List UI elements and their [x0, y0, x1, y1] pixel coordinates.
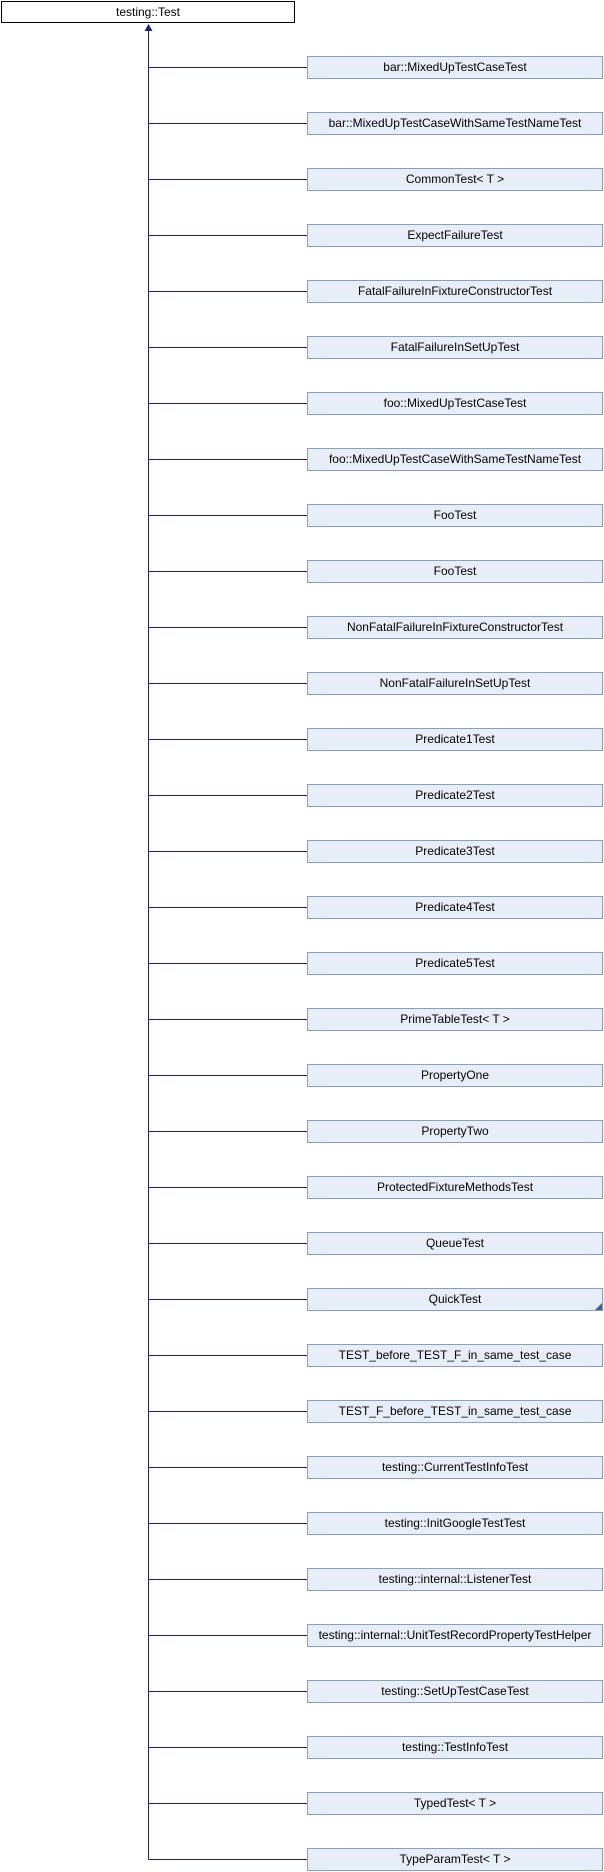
derived-class-label: Predicate5Test	[415, 956, 495, 970]
derived-class-label: PropertyTwo	[421, 1124, 489, 1138]
derived-class-label: FatalFailureInFixtureConstructorTest	[357, 284, 553, 298]
derived-class-node[interactable]: PropertyOne	[307, 1064, 603, 1087]
inheritance-arrow-icon	[144, 24, 153, 31]
derived-class-node[interactable]: TypedTest< T >	[307, 1792, 603, 1815]
base-class-node[interactable]: testing::Test	[1, 1, 295, 23]
derived-class-node[interactable]: QuickTest	[307, 1288, 603, 1311]
derived-class-node[interactable]: testing::internal::ListenerTest	[307, 1568, 603, 1591]
derived-class-node[interactable]: testing::TestInfoTest	[307, 1736, 603, 1759]
derived-class-label: testing::InitGoogleTestTest	[384, 1516, 526, 1530]
derived-class-label: foo::MixedUpTestCaseTest	[383, 396, 527, 410]
derived-class-label: testing::CurrentTestInfoTest	[381, 1460, 529, 1474]
derived-class-label: QuickTest	[428, 1292, 482, 1306]
derived-class-node[interactable]: bar::MixedUpTestCaseTest	[307, 56, 603, 79]
derived-class-node[interactable]: foo::MixedUpTestCaseTest	[307, 392, 603, 415]
derived-class-node[interactable]: Predicate3Test	[307, 840, 603, 863]
derived-class-label: bar::MixedUpTestCaseWithSameTestNameTest	[328, 116, 582, 130]
derived-class-node[interactable]: FatalFailureInFixtureConstructorTest	[307, 280, 603, 303]
derived-class-node[interactable]: foo::MixedUpTestCaseWithSameTestNameTest	[307, 448, 603, 471]
derived-class-node[interactable]: PrimeTableTest< T >	[307, 1008, 603, 1031]
derived-class-label: Predicate2Test	[415, 788, 495, 802]
derived-class-label: testing::TestInfoTest	[401, 1740, 509, 1754]
derived-class-label: testing::SetUpTestCaseTest	[381, 1684, 529, 1698]
derived-class-node[interactable]: FooTest	[307, 560, 603, 583]
derived-class-label: foo::MixedUpTestCaseWithSameTestNameTest	[328, 452, 582, 466]
derived-class-label: Predicate3Test	[415, 844, 495, 858]
derived-class-node[interactable]: Predicate1Test	[307, 728, 603, 751]
derived-class-node[interactable]: TEST_before_TEST_F_in_same_test_case	[307, 1344, 603, 1367]
derived-class-node[interactable]: testing::CurrentTestInfoTest	[307, 1456, 603, 1479]
derived-class-node[interactable]: ProtectedFixtureMethodsTest	[307, 1176, 603, 1199]
derived-class-node[interactable]: testing::InitGoogleTestTest	[307, 1512, 603, 1535]
derived-class-node[interactable]: Predicate4Test	[307, 896, 603, 919]
derived-class-label: PrimeTableTest< T >	[400, 1012, 510, 1026]
derived-class-label: TypedTest< T >	[413, 1796, 497, 1810]
derived-class-node[interactable]: FooTest	[307, 504, 603, 527]
derived-class-label: NonFatalFailureInSetUpTest	[379, 676, 531, 690]
derived-class-node[interactable]: NonFatalFailureInFixtureConstructorTest	[307, 616, 603, 639]
derived-class-label: Predicate4Test	[415, 900, 495, 914]
derived-class-label: CommonTest< T >	[405, 172, 505, 186]
derived-class-node[interactable]: Predicate2Test	[307, 784, 603, 807]
derived-class-node[interactable]: testing::internal::UnitTestRecordPropert…	[307, 1624, 603, 1647]
derived-class-node[interactable]: bar::MixedUpTestCaseWithSameTestNameTest	[307, 112, 603, 135]
derived-class-label: ExpectFailureTest	[407, 228, 503, 242]
derived-class-node[interactable]: NonFatalFailureInSetUpTest	[307, 672, 603, 695]
derived-class-node[interactable]: TEST_F_before_TEST_in_same_test_case	[307, 1400, 603, 1423]
derived-class-label: FatalFailureInSetUpTest	[390, 340, 520, 354]
derived-class-label: Predicate1Test	[415, 732, 495, 746]
derived-class-label: TEST_before_TEST_F_in_same_test_case	[338, 1348, 572, 1362]
derived-class-label: QueueTest	[425, 1236, 485, 1250]
derived-class-node[interactable]: ExpectFailureTest	[307, 224, 603, 247]
derived-class-label: TEST_F_before_TEST_in_same_test_case	[338, 1404, 572, 1418]
derived-class-label: NonFatalFailureInFixtureConstructorTest	[346, 620, 564, 634]
derived-class-label: testing::internal::ListenerTest	[378, 1572, 532, 1586]
derived-class-label: FooTest	[433, 564, 477, 578]
derived-class-node[interactable]: TypeParamTest< T >	[307, 1848, 603, 1871]
derived-class-node[interactable]: PropertyTwo	[307, 1120, 603, 1143]
derived-class-label: bar::MixedUpTestCaseTest	[383, 60, 527, 74]
derived-class-node[interactable]: Predicate5Test	[307, 952, 603, 975]
derived-class-label: FooTest	[433, 508, 477, 522]
derived-class-label: PropertyOne	[420, 1068, 490, 1082]
derived-class-label: ProtectedFixtureMethodsTest	[376, 1180, 534, 1194]
derived-class-node[interactable]: QueueTest	[307, 1232, 603, 1255]
derived-class-node[interactable]: testing::SetUpTestCaseTest	[307, 1680, 603, 1703]
derived-class-node[interactable]: FatalFailureInSetUpTest	[307, 336, 603, 359]
derived-class-label: testing::internal::UnitTestRecordPropert…	[318, 1628, 592, 1642]
derived-class-node[interactable]: CommonTest< T >	[307, 168, 603, 191]
derived-class-label: TypeParamTest< T >	[399, 1852, 511, 1866]
more-subclasses-icon	[595, 1303, 602, 1310]
